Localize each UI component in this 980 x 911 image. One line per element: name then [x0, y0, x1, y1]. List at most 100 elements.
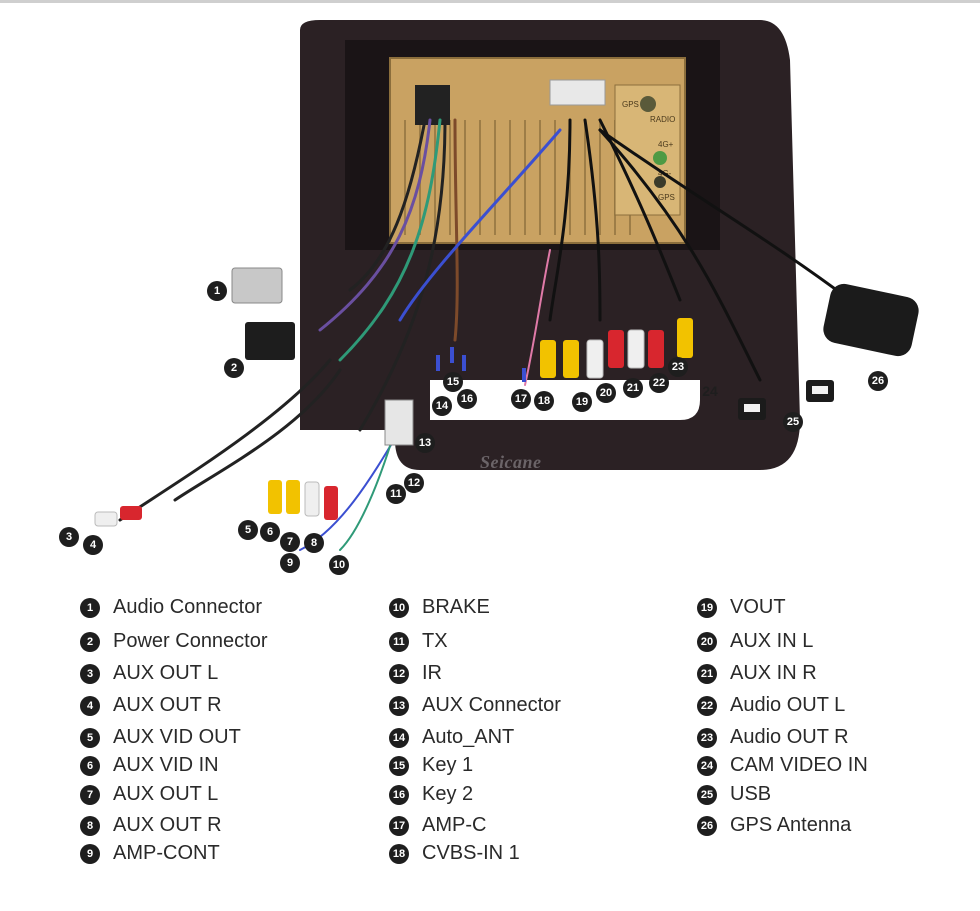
- legend-item: 10 BRAKE: [389, 596, 490, 619]
- legend-item: 16 Key 2: [389, 783, 473, 806]
- legend-label: AMP-CONT: [113, 842, 220, 864]
- legend-badge: 15: [389, 755, 409, 776]
- legend-label: AUX OUT R: [113, 694, 222, 716]
- callout-7: 7: [280, 532, 300, 552]
- legend-badge: 11: [389, 631, 409, 652]
- gps-cable: [598, 128, 852, 302]
- legend-label: AUX VID OUT: [113, 726, 241, 748]
- wire-black-1: [548, 118, 572, 322]
- legend-badge: 17: [389, 815, 409, 836]
- callout-1: 1: [207, 281, 227, 301]
- legend-badge: 18: [389, 843, 409, 864]
- audio-connector: [231, 267, 283, 304]
- 4g-port: [653, 151, 667, 165]
- callout-5: 5: [238, 520, 258, 540]
- power-connector: [245, 322, 295, 360]
- callout-3: 3: [59, 527, 79, 547]
- legend-badge: 22: [697, 695, 717, 716]
- pink-wire: [524, 249, 551, 386]
- legend-badge: 9: [80, 843, 100, 864]
- legend-label: CAM VIDEO IN: [730, 754, 868, 776]
- gps-port: [654, 176, 666, 188]
- callout-22: 22: [649, 373, 669, 393]
- callout-18: 18: [534, 391, 554, 411]
- brand-watermark: Seicane: [480, 452, 542, 472]
- callout-15: 15: [443, 372, 463, 392]
- legend-label: Audio OUT R: [730, 726, 849, 748]
- callout-6: 6: [260, 522, 280, 542]
- usb-port-2: [812, 386, 828, 394]
- legend-label: Key 1: [422, 754, 474, 776]
- radio-port-label: RADIO: [650, 115, 675, 124]
- legend-badge: 4: [80, 695, 100, 716]
- legend-label: AUX OUT L: [113, 783, 219, 805]
- rca-left-wire: [118, 358, 332, 522]
- legend-badge: 6: [80, 755, 100, 776]
- key-pins: [436, 347, 526, 382]
- callout-13: 13: [415, 433, 435, 453]
- rca-left-wire-2: [173, 368, 342, 502]
- callout-12: 12: [404, 473, 424, 493]
- callout-25: 25: [783, 412, 803, 432]
- wire-blue: [398, 128, 562, 322]
- legend-item: 22 Audio OUT L: [697, 694, 845, 717]
- callout-20: 20: [596, 383, 616, 403]
- rca-group-left: [94, 480, 338, 527]
- legend-item: 15 Key 1: [389, 754, 473, 777]
- callout-9: 9: [280, 553, 300, 573]
- aux-plug: [549, 79, 606, 106]
- legend-badge: 20: [697, 631, 717, 652]
- legend-label: IR: [422, 662, 442, 684]
- legend-label: AMP-C: [422, 814, 487, 836]
- legend-badge: 8: [80, 815, 100, 836]
- gps-port-label: GPS: [622, 100, 639, 109]
- legend-label: BRAKE: [422, 596, 490, 618]
- top-divider: [0, 0, 980, 3]
- legend-badge: 10: [389, 597, 409, 618]
- legend-label: VOUT: [730, 596, 786, 618]
- legend-item: 18 CVBS-IN 1: [389, 842, 520, 865]
- legend-badge: 13: [389, 695, 409, 716]
- legend-badge: 24: [697, 755, 717, 776]
- legend-label: GPS Antenna: [730, 814, 852, 836]
- main-plug: [415, 85, 450, 125]
- legend-badge: 16: [389, 784, 409, 805]
- wire-bundle-b: [318, 118, 432, 332]
- legend-label: Audio OUT L: [730, 694, 846, 716]
- legend-badge: 2: [80, 631, 100, 652]
- legend-item: 9 AMP-CONT: [80, 842, 220, 865]
- green-thin-wire: [339, 429, 396, 551]
- legend-label: CVBS-IN 1: [422, 842, 520, 864]
- gps2-label: GPS: [658, 193, 675, 202]
- rca-group-right: [540, 318, 693, 379]
- legend-badge: 7: [80, 784, 100, 805]
- legend-badge: 25: [697, 784, 717, 805]
- legend-badge: 14: [389, 727, 409, 748]
- legend-item: 11 TX: [389, 630, 448, 653]
- callout-11: 11: [386, 484, 406, 504]
- legend-badge: 3: [80, 663, 100, 684]
- callout-10: 10: [329, 555, 349, 575]
- legend-label: Key 2: [422, 783, 474, 805]
- legend-label: Power Connector: [113, 630, 268, 652]
- callout-21: 21: [623, 378, 643, 398]
- 4g-plus-label: 4G+: [658, 140, 674, 149]
- callout-14: 14: [432, 396, 452, 416]
- callout-16: 16: [457, 389, 477, 409]
- legend-badge: 1: [80, 597, 100, 618]
- legend-label: TX: [422, 630, 448, 652]
- callout-8: 8: [304, 533, 324, 553]
